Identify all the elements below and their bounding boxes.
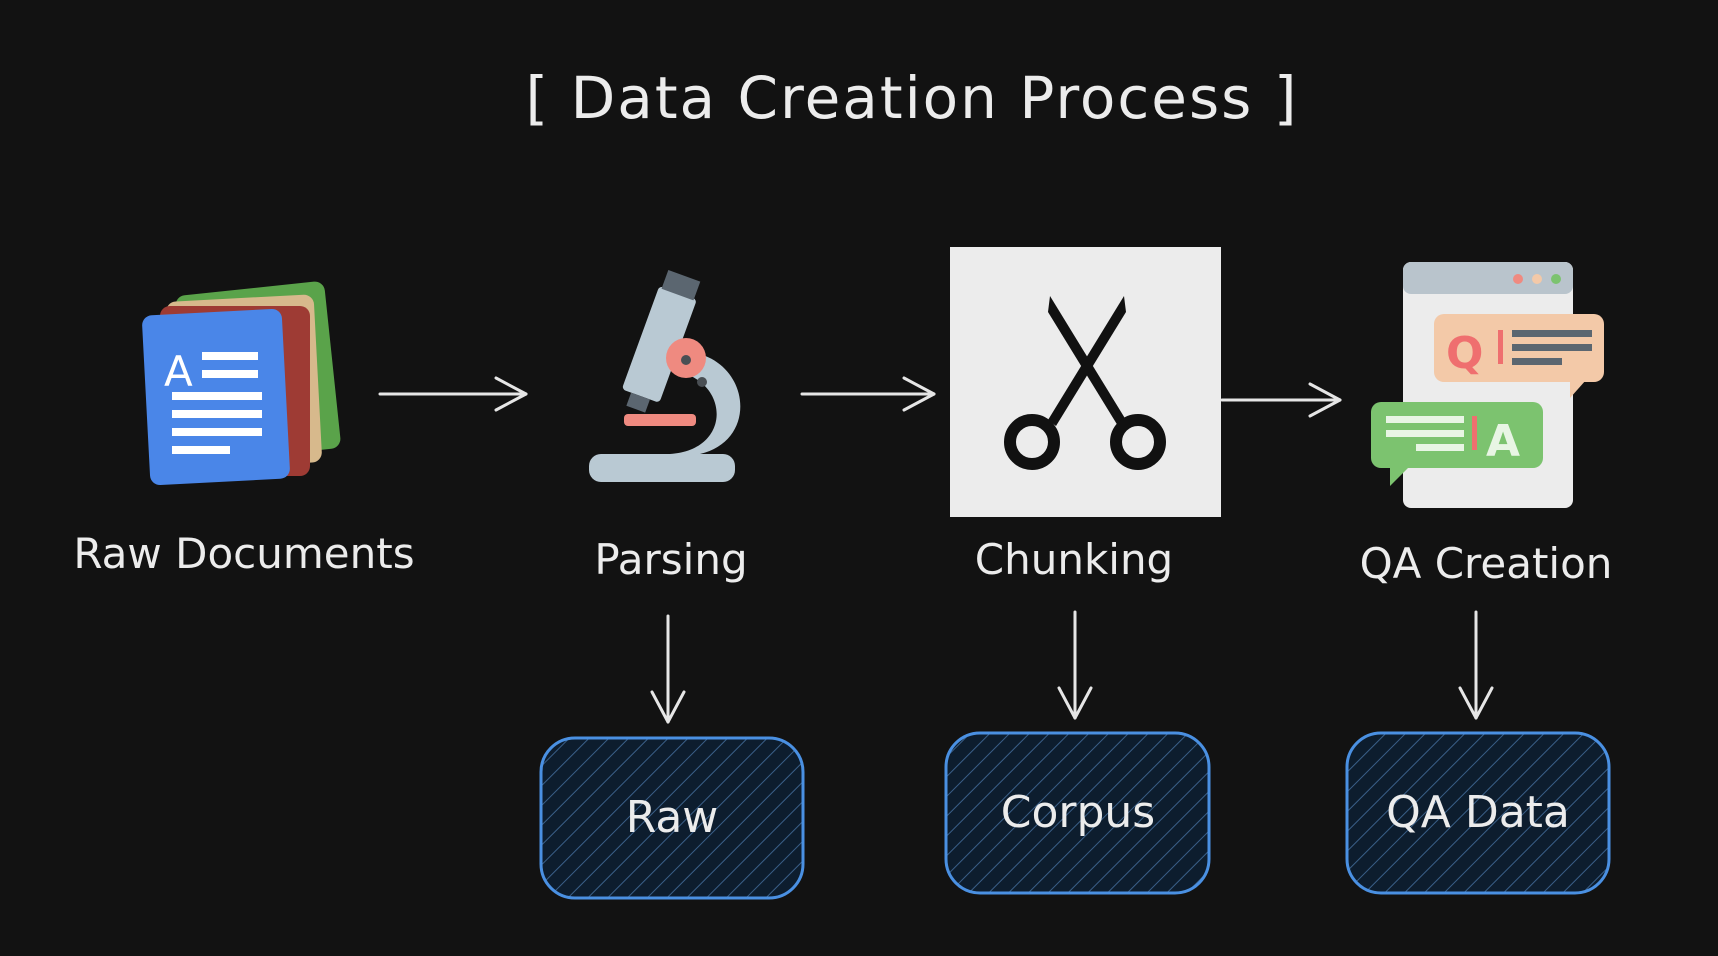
- microscope-icon: [589, 269, 741, 482]
- arrow-down-2: [1057, 610, 1093, 720]
- arrow-down-1: [650, 614, 686, 724]
- output-label-raw: Raw: [626, 792, 719, 843]
- step-label-raw-documents: Raw Documents: [73, 529, 414, 578]
- arrow-down-3: [1458, 610, 1494, 720]
- svg-text:A: A: [164, 347, 193, 396]
- arrow-right-1: [378, 376, 528, 412]
- step-label-parsing: Parsing: [594, 535, 747, 584]
- output-box-raw: Raw: [539, 736, 805, 900]
- documents-icon: A: [142, 281, 341, 486]
- output-label-qa-data: QA Data: [1386, 787, 1570, 838]
- step-label-chunking: Chunking: [975, 535, 1173, 584]
- arrow-right-2: [800, 376, 936, 412]
- arrow-right-3: [1220, 382, 1342, 418]
- diagram-title: [ Data Creation Process ]: [526, 64, 1299, 132]
- scissors-icon: [950, 247, 1221, 517]
- step-label-qa-creation: QA Creation: [1360, 539, 1613, 588]
- output-label-corpus: Corpus: [1001, 787, 1155, 838]
- svg-text:Q: Q: [1446, 328, 1483, 379]
- qa-chat-icon: Q A: [1371, 262, 1604, 508]
- output-box-corpus: Corpus: [944, 731, 1211, 895]
- output-box-qa-data: QA Data: [1345, 731, 1611, 895]
- svg-text:A: A: [1486, 416, 1520, 467]
